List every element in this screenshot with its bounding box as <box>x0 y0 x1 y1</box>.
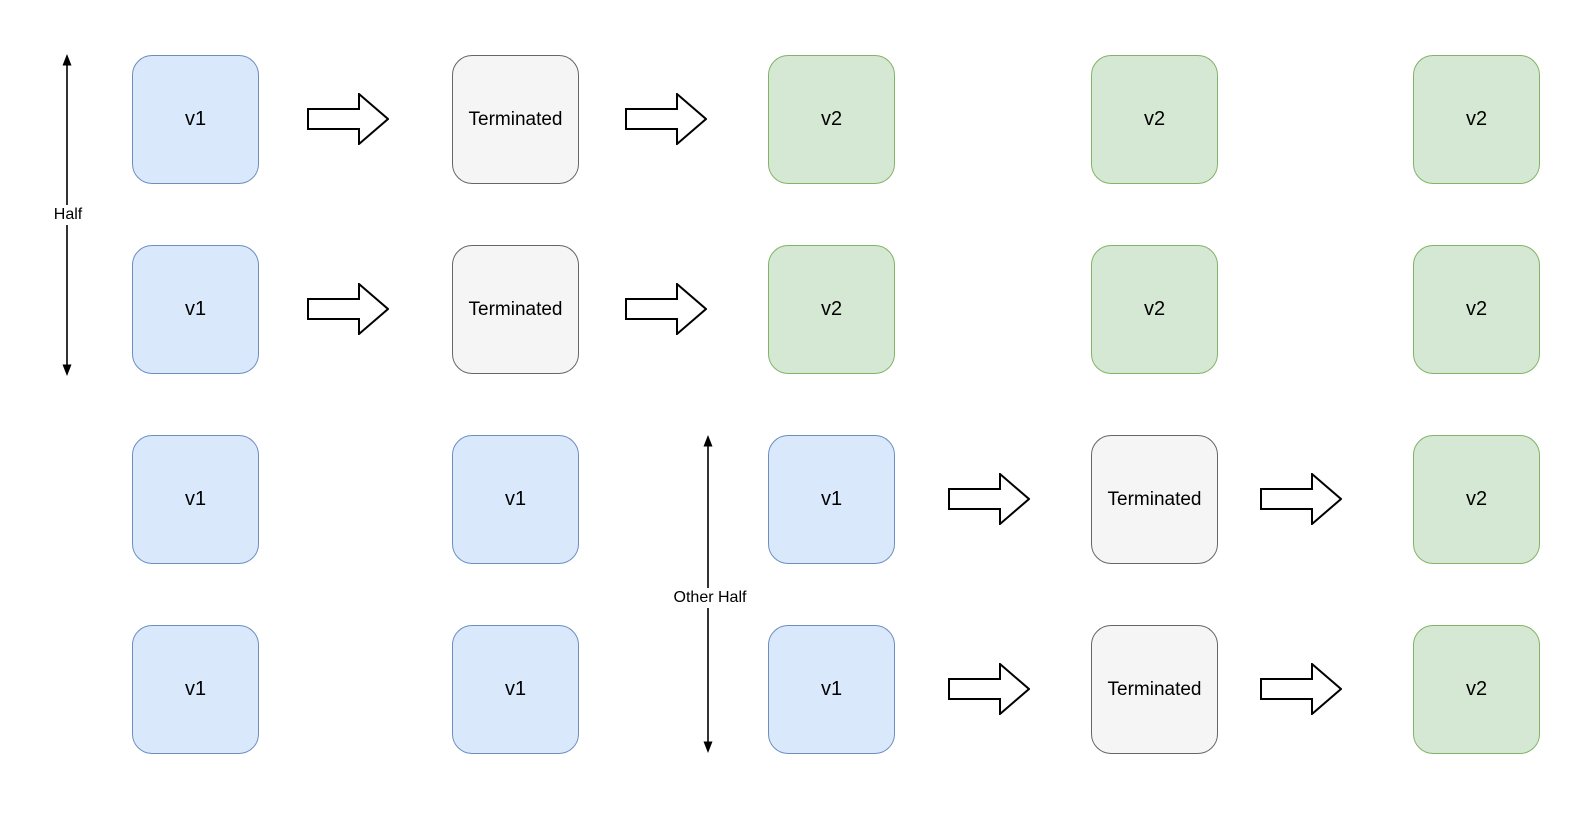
node-label: v2 <box>1143 108 1166 130</box>
node-label: Terminated <box>468 108 563 130</box>
half-label: Half <box>49 205 87 225</box>
node-terminated: Terminated <box>1091 625 1218 754</box>
right-arrow-icon <box>625 93 707 145</box>
right-arrow-icon <box>1260 473 1342 525</box>
node-label: v2 <box>1465 678 1488 700</box>
node-v2: v2 <box>1413 625 1540 754</box>
node-terminated: Terminated <box>1091 435 1218 564</box>
node-terminated: Terminated <box>452 245 579 374</box>
node-label: Terminated <box>1107 488 1202 510</box>
node-label: v1 <box>184 298 207 320</box>
node-label: v2 <box>820 108 843 130</box>
node-label: v1 <box>504 488 527 510</box>
right-arrow-icon <box>948 663 1030 715</box>
node-v1: v1 <box>132 55 259 184</box>
node-v2: v2 <box>1091 55 1218 184</box>
node-terminated: Terminated <box>452 55 579 184</box>
node-v2: v2 <box>1413 55 1540 184</box>
right-arrow-icon <box>1260 663 1342 715</box>
node-v1: v1 <box>768 435 895 564</box>
right-arrow-icon <box>625 283 707 335</box>
node-v1: v1 <box>768 625 895 754</box>
node-label: v1 <box>820 488 843 510</box>
node-v1: v1 <box>132 435 259 564</box>
node-label: v2 <box>820 298 843 320</box>
node-v1: v1 <box>452 625 579 754</box>
node-v1: v1 <box>132 625 259 754</box>
node-v2: v2 <box>768 55 895 184</box>
node-label: v1 <box>184 678 207 700</box>
right-arrow-icon <box>307 283 389 335</box>
node-label: Terminated <box>468 298 563 320</box>
right-arrow-icon <box>307 93 389 145</box>
node-v1: v1 <box>132 245 259 374</box>
node-v1: v1 <box>452 435 579 564</box>
right-arrow-icon <box>948 473 1030 525</box>
node-label: v1 <box>184 108 207 130</box>
node-label: v2 <box>1465 298 1488 320</box>
node-v2: v2 <box>1413 435 1540 564</box>
node-label: v1 <box>504 678 527 700</box>
node-label: v1 <box>820 678 843 700</box>
node-v2: v2 <box>1091 245 1218 374</box>
node-label: v1 <box>184 488 207 510</box>
node-v2: v2 <box>768 245 895 374</box>
node-label: v2 <box>1143 298 1166 320</box>
node-label: v2 <box>1465 488 1488 510</box>
node-label: v2 <box>1465 108 1488 130</box>
node-label: Terminated <box>1107 678 1202 700</box>
node-v2: v2 <box>1413 245 1540 374</box>
other-half-label: Other Half <box>669 588 751 608</box>
